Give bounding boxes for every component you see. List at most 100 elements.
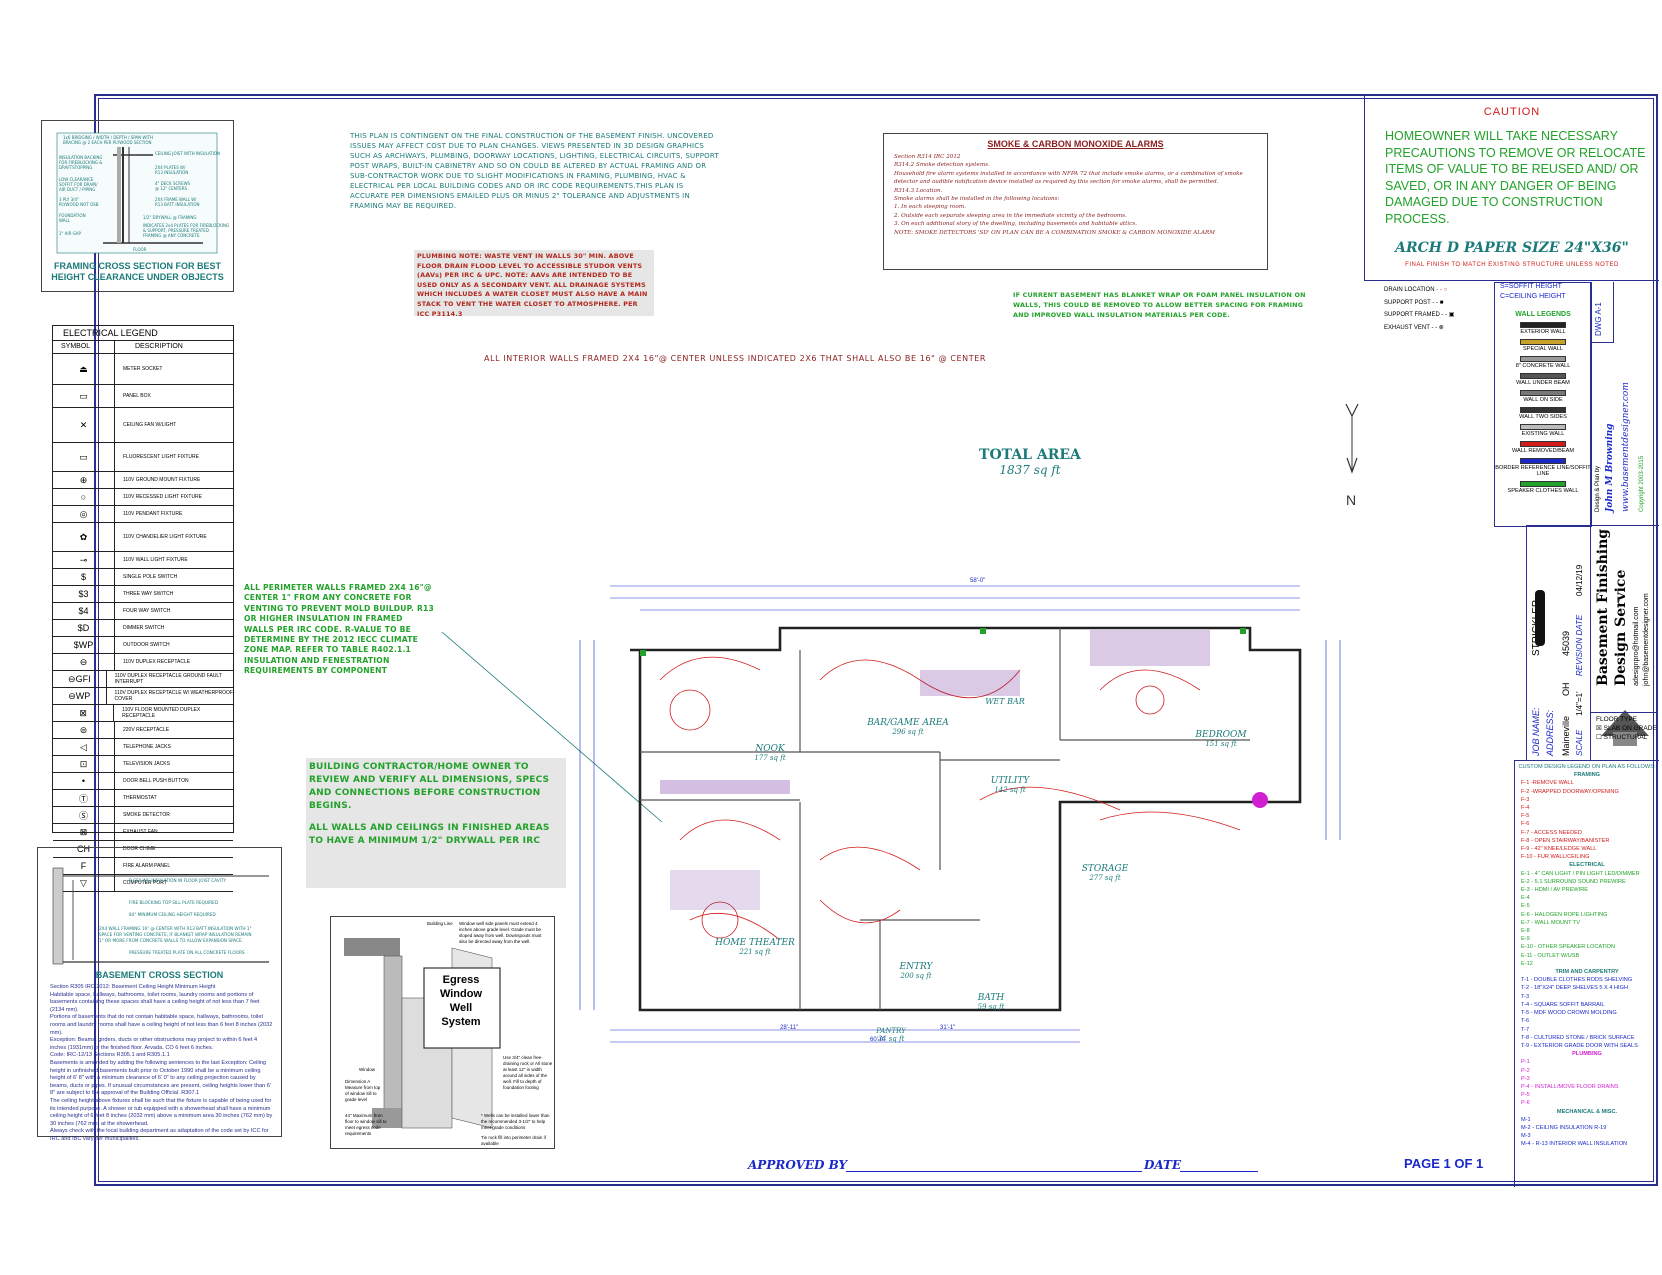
svg-text:R13 BATT INSULATION: R13 BATT INSULATION [155, 202, 200, 207]
date-line[interactable] [1180, 1171, 1258, 1172]
basement-cross-section: R-CEILING INSULATION IN FLOOR JOIST CAVI… [37, 847, 282, 1142]
electrical-legend-row: Ⓣ THERMOSTAT [53, 790, 233, 807]
custom-legend-item: F-10 - FUR WALL/CEILING [1521, 854, 1590, 861]
key-drain: DRAIN LOCATION - - ○ [1384, 284, 1484, 297]
room-utility-area: 142 sq ft [994, 786, 1026, 794]
svg-text:FOR FIREBLOCKING &: FOR FIREBLOCKING & [59, 160, 102, 165]
total-area-label: TOTAL AREA [979, 447, 1081, 463]
electrical-legend-row: ▽COMPUTER PORT [53, 875, 233, 892]
wall-legend-item: BORDER REFERENCE LINE/SOFFIT LINE [1495, 458, 1591, 477]
perimeter-leader-line [441, 631, 663, 823]
wall-swatch [1520, 424, 1566, 430]
wall-legend-item: WALL REMOVED/BEAM [1495, 441, 1591, 454]
caution-title: CAUTION [1483, 106, 1541, 118]
svg-text:2X4 WALL FRAMING 16" @ CENTER: 2X4 WALL FRAMING 16" @ CENTER WITH R13 B… [99, 926, 252, 931]
contractor-note: BUILDING CONTRACTOR/HOME OWNER TO REVIEW… [309, 762, 550, 811]
svg-text:PRESSURE TREATED PLATE ON ALL: PRESSURE TREATED PLATE ON ALL CONCRETE F… [129, 950, 245, 955]
legend-symbol-icon: $D [53, 620, 115, 636]
custom-legend-item: T-9 - EXTERIOR GRADE DOOR WITH SEALS [1521, 1042, 1638, 1049]
legend-description: DOOR CHIME [123, 846, 156, 852]
basement-cross-body: Section R305 IRC 2012: Basement Ceiling … [50, 984, 273, 1142]
slab-checkbox-icon[interactable]: ☒ [1596, 725, 1602, 732]
room-wet-bar: WET BAR [975, 697, 1035, 706]
electrical-legend-row: ⊜220V RECEPTACLE [53, 722, 233, 739]
room-theater-name: HOME THEATER [715, 938, 795, 948]
wall-legend-label: EXISTING WALL [1521, 431, 1565, 437]
legend-symbol-icon: $4 [53, 603, 115, 619]
custom-legend-item: T-3 [1521, 993, 1530, 1000]
custom-legend-item: T-4 - SQUARE SOFFIT BARRAIL [1521, 1001, 1605, 1008]
legend-description: THREE WAY SWITCH [123, 591, 174, 597]
electrical-legend-row: ⊕110V GROUND MOUNT FIXTURE [53, 472, 233, 489]
custom-legend-item: T-2 - 18"X24" DEEP SHELVES 5 X 4 HIGH [1521, 985, 1628, 992]
svg-text:2X4 FRAME WALL W/: 2X4 FRAME WALL W/ [155, 197, 197, 202]
custom-legend-item: E-1 - 4" CAN LIGHT / PIN LIGHT LED/DIMME… [1521, 870, 1640, 877]
svg-text:FLOOR: FLOOR [133, 247, 147, 252]
svg-text:R-CEILING INSULATION IN FLOOR: R-CEILING INSULATION IN FLOOR JOIST CAVI… [129, 878, 227, 883]
custom-legend-item: F-9 - 42" KNEE/LEDGE WALL [1521, 846, 1597, 853]
electrical-legend-row: ○110V RECESSED LIGHT FIXTURE [53, 489, 233, 506]
custom-legend-item: M-3 [1521, 1133, 1531, 1140]
custom-legend-item: E-3 - HDMI / AV PREWIRE [1521, 887, 1589, 894]
egress-drawing [344, 938, 501, 1129]
structural-checkbox-icon[interactable]: ☐ [1596, 734, 1602, 741]
drain-icon: - - ○ [1436, 287, 1448, 293]
floor-type-slab[interactable]: ☒ SLAB ON GRADE [1590, 724, 1658, 733]
electrical-title: ELECTRICAL [1569, 862, 1605, 869]
custom-legend-item: M-2 - CEILING INSULATION R-19 [1521, 1124, 1607, 1131]
electrical-legend-row: ◎110V PENDANT FIXTURE [53, 506, 233, 523]
egress-label-wells: * Wells can be installed lower than the … [481, 1113, 550, 1130]
paper-size: ARCH D PAPER SIZE 24"X36" [1395, 240, 1629, 256]
floor-type-structural[interactable]: ☐ STRUCTURAL [1590, 733, 1658, 742]
insulation-note: IF CURRENT BASEMENT HAS BLANKET WRAP OR … [1013, 291, 1306, 319]
legend-description: EXHAUST FAN [123, 829, 158, 835]
legend-symbol-icon: ▭ [53, 385, 115, 407]
legend-description: THERMOSTAT [123, 795, 157, 801]
legend-symbol-icon: Ⓣ [53, 790, 115, 806]
caution-panel: CAUTION HOMEOWNER WILL TAKE NECESSARY PR… [1364, 94, 1659, 281]
key-vent-label: EXHAUST VENT [1384, 324, 1430, 331]
egress-title-line2: Window [439, 988, 483, 1000]
legend-symbol-icon: ⊸ [53, 552, 115, 568]
dwg-box: DWG A-1 [1591, 282, 1614, 343]
electrical-legend-title: ELECTRICAL LEGEND [53, 326, 233, 341]
legend-description: 110V CHANDELIER LIGHT FIXTURE [123, 534, 207, 540]
wall-swatch [1520, 356, 1566, 362]
legend-description: 110V DUPLEX RECEPTACLE [123, 659, 191, 665]
custom-legend-item: P-4 - INSTALL/MOVE FLOOR DRAINS [1521, 1083, 1619, 1090]
wall-legend-item: WALL TWO SIDES [1495, 407, 1591, 420]
egress-title: Egress Window Well System [423, 973, 499, 1029]
legend-symbol-icon: ⊜ [53, 722, 115, 738]
approved-line[interactable] [846, 1171, 1142, 1172]
wall-legend-item: 8" CONCRETE WALL [1495, 356, 1591, 369]
legend-description: OUTDOOR SWITCH [123, 642, 170, 648]
custom-legend-item: F-2 -WRAPPED DOORWAY/OPENING [1521, 788, 1619, 795]
legend-symbol-icon: $3 [53, 586, 115, 602]
symbol-key: DRAIN LOCATION - - ○ SUPPORT POST - - ■ … [1384, 284, 1484, 334]
height-key: S=SOFFIT HEIGHT C=CEILING HEIGHT [1500, 282, 1590, 306]
legend-description: 110V PENDANT FIXTURE [123, 511, 183, 517]
custom-legend-item: P-1 [1521, 1059, 1530, 1066]
legend-description: 110V RECESSED LIGHT FIXTURE [123, 494, 203, 500]
legend-description: TELEPHONE JACKS [123, 744, 171, 750]
address-label: ADDRESS: [1545, 709, 1555, 756]
legend-symbol-icon: $ [53, 569, 115, 585]
dim-bottom-left: 28'-11" [780, 1025, 799, 1031]
framing-cross-section: 1x6 BRIDGING / WIDTH / DEPTH / SPAN WITH… [41, 120, 234, 292]
custom-legend-item: T-8 - CULTURED STONE / BRICK SURFACE [1521, 1034, 1635, 1041]
egress-label-side-panels: Window well side panels must extend 4 in… [459, 921, 542, 944]
legend-symbol-icon: ⊠ [53, 705, 115, 721]
electrical-list: E-1 - 4" CAN LIGHT / PIN LIGHT LED/DIMME… [1515, 870, 1659, 968]
revision-label: REVISION DATE [1575, 614, 1584, 676]
custom-legend-item: E-5 [1521, 903, 1530, 910]
room-storage-area: 277 sq ft [1089, 874, 1121, 882]
svg-text:4" DECK SCREWS: 4" DECK SCREWS [155, 181, 191, 186]
